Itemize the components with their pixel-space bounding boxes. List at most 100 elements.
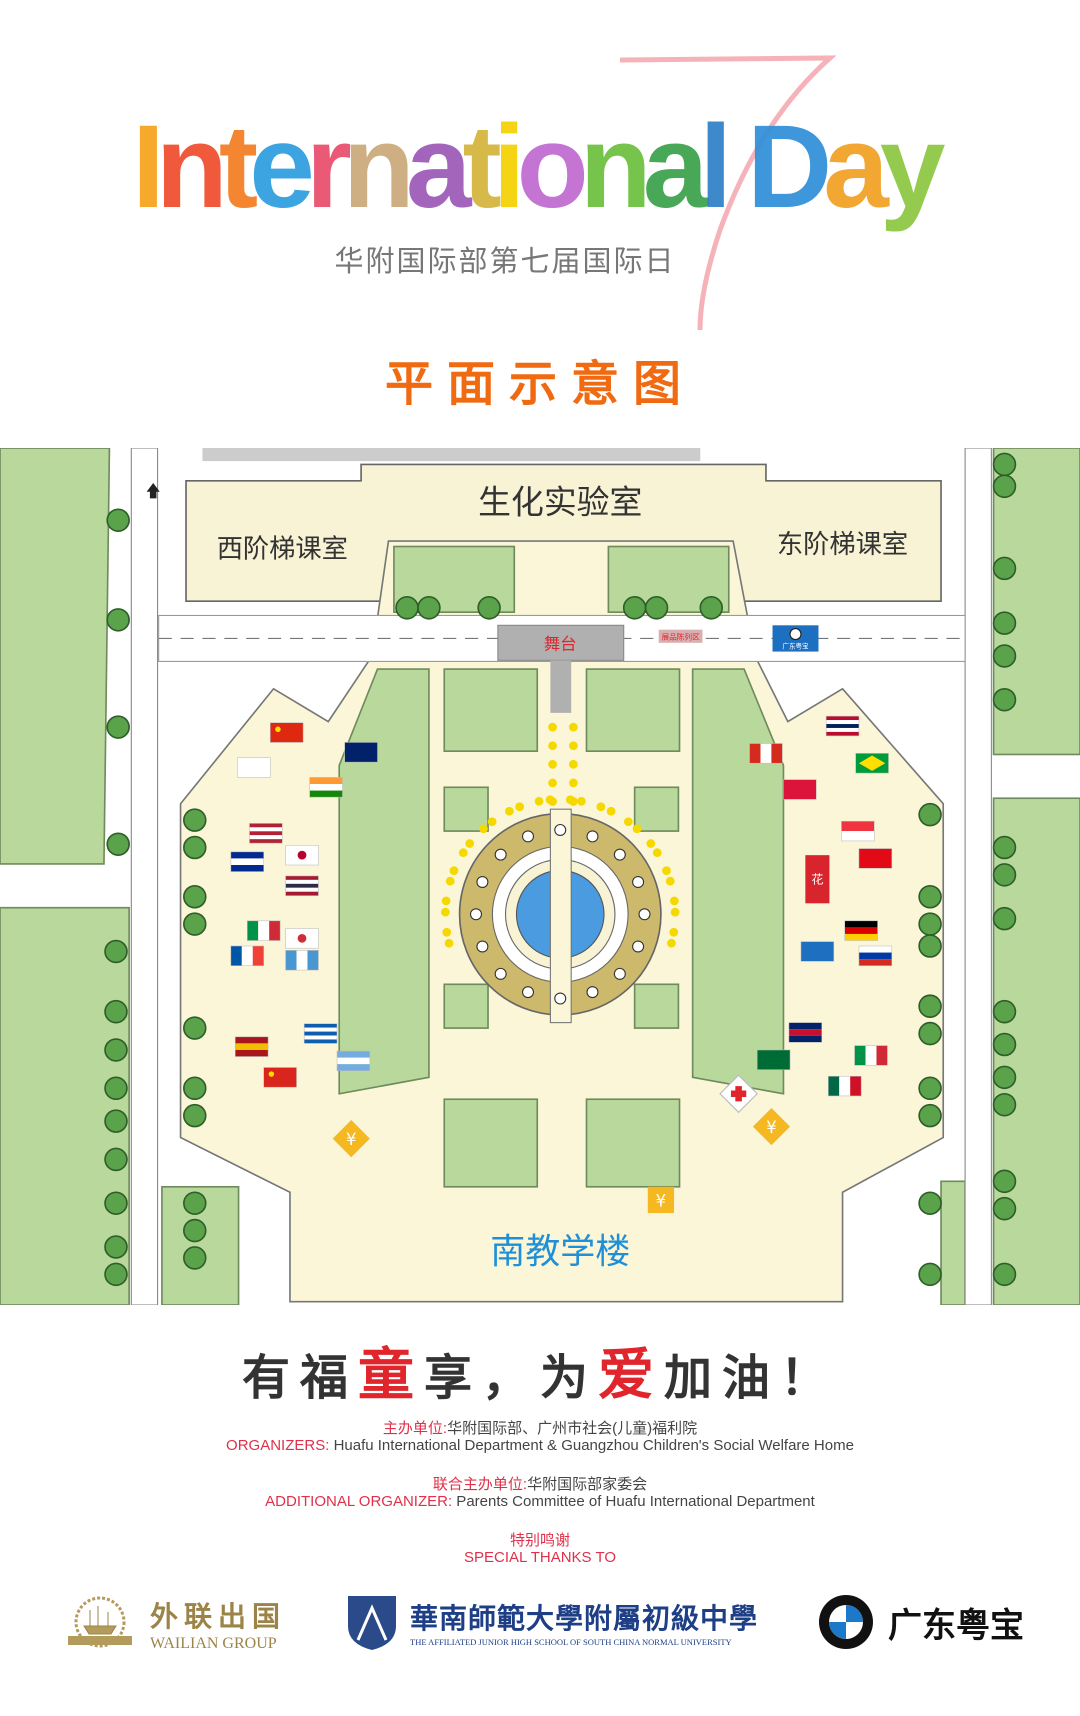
flag-argentina-icon xyxy=(336,1050,371,1072)
tree-icon xyxy=(106,832,130,856)
plan-title: 平面示意图 xyxy=(384,356,695,412)
title-letter: t xyxy=(218,101,258,233)
light-dot xyxy=(667,938,676,948)
light-dot xyxy=(568,759,578,769)
tree-icon xyxy=(104,1038,128,1062)
bench-dot xyxy=(638,908,651,921)
tree-icon xyxy=(622,596,647,620)
bench-dot xyxy=(554,823,567,837)
light-dot xyxy=(670,907,680,917)
light-dot xyxy=(504,806,514,816)
light-dot xyxy=(665,876,675,886)
stage-label: 舞台 xyxy=(544,634,577,653)
title-letter: r xyxy=(305,101,352,233)
tree-icon xyxy=(992,474,1017,499)
svg-text:¥: ¥ xyxy=(766,1118,776,1137)
flags xyxy=(230,715,893,1114)
light-dot xyxy=(568,722,578,732)
bench-dot xyxy=(586,830,599,843)
tree-icon xyxy=(992,1262,1017,1287)
tree-icon xyxy=(106,508,130,533)
flag-thailand-icon xyxy=(285,875,319,896)
light-dot xyxy=(465,839,475,848)
flag-vietnam-icon xyxy=(263,1067,297,1088)
sponsor-logos: 外联出国 WAILIAN GROUP 華南師範大學附屬初級中學 THE AFFI… xyxy=(0,1590,1080,1660)
tree-icon xyxy=(992,863,1017,887)
bench-dot xyxy=(521,986,535,999)
tree-icon xyxy=(104,1147,128,1172)
tree-icon xyxy=(918,884,942,909)
thanks-cn: 特别鸣谢 xyxy=(509,1532,570,1549)
exhibit-area-label: 展品陈列区 xyxy=(661,632,700,642)
svg-text:¥: ¥ xyxy=(656,1191,666,1210)
wailian-ship-icon xyxy=(68,1596,132,1648)
tree-icon xyxy=(699,596,724,620)
east-lecture-label: 东阶梯课室 xyxy=(777,530,908,560)
title-letter: t xyxy=(462,101,501,233)
light-dot xyxy=(515,802,525,812)
cashier-yen-icon: ¥ xyxy=(752,1108,790,1146)
tree-icon xyxy=(477,596,501,620)
tree-icon xyxy=(992,906,1017,931)
title-letter: a xyxy=(823,101,889,233)
flag-saudi-icon xyxy=(756,1049,791,1070)
title-letter xyxy=(723,101,747,233)
bench-dot xyxy=(632,875,645,889)
light-dot xyxy=(534,796,544,806)
school-logo: 華南師範大學附屬初級中學 THE AFFILIATED JUNIOR HIGH … xyxy=(344,1592,758,1652)
light-dot xyxy=(652,848,662,858)
title-letter: i xyxy=(492,101,526,233)
bench-dot xyxy=(554,992,567,1005)
light-dot xyxy=(632,824,642,834)
tree-icon xyxy=(183,884,207,909)
tree-icon xyxy=(992,1169,1017,1194)
tree-icon xyxy=(183,912,207,936)
flag-mexico-icon xyxy=(828,1075,862,1097)
light-dot xyxy=(596,802,606,812)
event-subtitle: 华附国际部第七届国际日 xyxy=(334,244,676,278)
bench-dot xyxy=(632,940,645,953)
tree-icon xyxy=(992,687,1017,712)
title-letter: o xyxy=(516,101,589,233)
first-aid-icon xyxy=(719,1074,758,1114)
flag-france-icon xyxy=(230,945,264,966)
tree-icon xyxy=(417,596,441,620)
poster-header: International Day 华附国际部第七届国际日 平面示意图 xyxy=(0,0,1080,448)
flag-usa-icon xyxy=(249,823,283,844)
tree-icon xyxy=(104,1262,128,1287)
tree-icon xyxy=(918,1191,942,1215)
tree-icon xyxy=(106,608,130,632)
tree-icon xyxy=(104,1235,128,1259)
tree-icon xyxy=(104,1191,128,1215)
campus-map: 生化实验室 西阶梯课室 东阶梯课室 舞台 展品陈列区 广东粤宝 花 ¥¥¥ 南教… xyxy=(0,448,1080,1305)
tree-icon xyxy=(918,1076,942,1101)
bmw-logo: 广东粤宝 xyxy=(818,1594,1024,1650)
flag-spain-icon xyxy=(234,1036,269,1057)
lights xyxy=(440,722,680,1005)
light-dot xyxy=(479,824,488,834)
trees xyxy=(104,452,1017,1287)
bench-dot xyxy=(469,908,483,921)
title-letter: a xyxy=(405,101,472,233)
tree-icon xyxy=(183,1016,207,1040)
tree-icon xyxy=(918,912,942,936)
flower-booth xyxy=(805,855,830,904)
wailian-logo: 外联出国 WAILIAN GROUP xyxy=(58,1594,286,1654)
light-dot xyxy=(568,741,578,751)
organizers-en: ORGANIZERS: Huafu International Departme… xyxy=(226,1437,854,1454)
sponsor-booth-label: 广东粤宝 xyxy=(782,641,809,650)
tree-icon xyxy=(992,611,1017,635)
slogan: 有福童享，为爱加油！ xyxy=(241,1343,839,1408)
bench-dot xyxy=(476,940,489,953)
tree-icon xyxy=(104,1076,128,1101)
bmw-icon xyxy=(789,628,802,641)
tree-icon xyxy=(918,934,942,958)
light-dot xyxy=(444,938,454,948)
tree-icon xyxy=(992,1092,1017,1117)
tree-icon xyxy=(918,1103,942,1128)
thanks-en: SPECIAL THANKS TO xyxy=(464,1549,616,1566)
building-roof xyxy=(202,448,701,462)
tree-icon xyxy=(918,1021,942,1046)
flag-japan-icon xyxy=(285,845,319,866)
bench-dot xyxy=(494,967,507,980)
